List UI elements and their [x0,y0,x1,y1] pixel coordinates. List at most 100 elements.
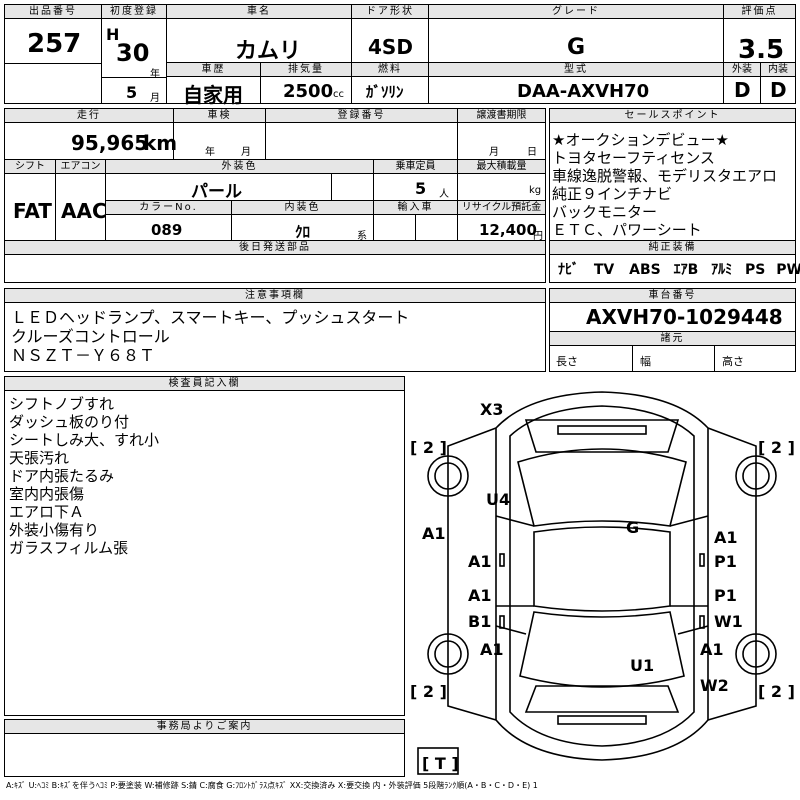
damage-code-a1-right-side: A1 [700,640,724,659]
inspector-line: 外装小傷有り [9,521,100,539]
inspection-month-unit: 月 [241,147,251,158]
inspector-line: シートしみ大、すれ小 [9,431,160,449]
sales-line: 純正９インチナビ [552,185,673,203]
sales-line: トヨタセーフティセンス [552,149,715,167]
equip-alloy: ｱﾙﾐ [711,262,733,278]
inspection-label: 車検 [173,109,265,123]
interior-box: 内装 D [760,62,796,104]
damage-code-x3: X3 [480,400,504,419]
chassis-label: 車台番号 [550,289,795,303]
door-type: 4SD [368,35,413,59]
sales-line: 車線逸脱警報、モデリスタエアロ [552,167,778,185]
ac-label: エアコン [55,160,105,174]
specs-label: 諸元 [550,332,795,346]
damage-code-p1-front-right: P1 [714,552,737,571]
load-unit: kg [529,185,542,196]
inspector-box: 検査員記入欄 シフトノブすれ ダッシュ板のり付 シートしみ大、すれ小 天張汚れ … [4,376,405,716]
inspector-line: エアロ下Ａ [9,503,85,521]
reg-no-label: 登録番号 [265,109,457,123]
interior-label: 内装 [761,63,795,77]
recycle-fee: 12,400 [479,221,537,239]
later-parts-label: 後日発送部品 [5,241,545,255]
equipment-label: 純正装備 [550,241,795,255]
history-label: 車歴 [167,63,260,77]
width-label: 幅 [640,355,651,368]
year-unit: 年 [150,69,160,80]
int-color-label: 内装色 [231,201,373,215]
equip-tv: TV [593,262,615,278]
registration-month: 5 [126,83,138,102]
color-label: 外装色 [105,160,373,174]
displacement-box: 排気量 2500 cc [260,62,352,104]
score-label: 評価点 [724,5,795,19]
fuel-box: 燃料 ｶﾞｿﾘﾝ [351,62,429,104]
shift-label: シフト [5,160,55,174]
history: 自家用 [183,83,243,107]
damage-code-u4: U4 [486,490,511,509]
chassis-number: AXVH70-1029448 [586,305,783,329]
transfer-label: 譲渡書期限 [457,109,545,123]
tire-front-right: [ 2 ] [758,438,795,457]
sales-line: バックモニター [552,203,658,221]
inspector-line: ダッシュ板のり付 [9,413,130,431]
lot-number: 257 [27,29,82,59]
sales-points-box: セールスポイント ★オークションデビュー★ トヨタセーフティセンス 車線逸脱警報… [549,108,800,283]
color-no-label: カラーNo. [105,201,231,215]
car-outline [417,391,777,775]
grade: G [567,35,586,60]
equipment-list: ﾅﾋﾞ TV ABS ｴｱB ｱﾙﾐ PS PW [558,259,800,279]
lot-number-box: 出品番号 257 [4,4,102,104]
damage-code-a1-rear-left: A1 [468,586,492,605]
lot-number-label: 出品番号 [5,5,101,19]
model-label: 型式 [429,63,723,77]
damage-code-a1-left-side: A1 [422,524,446,543]
damage-code-g: G [626,518,640,537]
details-block: 走行 車検 登録番号 譲渡書期限 95,965 km 年 月 月 日 シフト エ… [4,108,546,283]
interior-color-unit: 系 [357,231,367,242]
grade-label: グレード [429,5,723,19]
recycle-unit: 円 [533,231,543,242]
spare-tire: [ T ] [422,754,459,773]
transfer-day-unit: 日 [527,147,537,158]
ac: AAC [61,199,107,223]
seats-unit: 人 [439,189,449,200]
damage-code-u1: U1 [630,656,655,675]
seats: 5 [415,179,427,198]
mileage: 95,965 [71,131,149,155]
displacement-label: 排気量 [261,63,351,77]
exterior-label: 外装 [724,63,760,77]
damage-code-w2: W2 [700,676,729,695]
history-box: 車歴 自家用 [166,62,261,107]
color-number: 089 [151,221,183,239]
tire-front-left: [ 2 ] [410,438,447,457]
load-label: 最大積載量 [457,160,545,174]
sales-points-label: セールスポイント [550,109,795,123]
notes-line: クルーズコントロール [11,327,170,346]
tire-rear-left: [ 2 ] [410,682,447,701]
length-label: 長さ [556,355,578,368]
chassis-box: 車台番号 AXVH70-1029448 諸元 長さ 幅 高さ [549,288,796,372]
exterior-box: 外装 D [723,62,761,104]
shift: FAT [13,199,52,223]
legend: A:ｷｽﾞ U:ﾍｺﾐ B:ｷｽﾞを伴うﾍｺﾐ P:要塗装 W:補修跡 S:錆 … [6,781,538,790]
interior-grade: D [770,78,787,102]
model: DAA-AXVH70 [517,81,650,102]
fuel: ｶﾞｿﾘﾝ [366,83,404,101]
transfer-month-unit: 月 [489,147,499,158]
door-label: ドア形状 [352,5,428,19]
era: H [106,25,120,44]
mileage-label: 走行 [5,109,173,123]
sales-line: ＥＴＣ、パワーシート [552,221,702,239]
exterior-grade: D [734,78,751,102]
notes-line: ＮＳＺＴ－Ｙ６８Ｔ [11,346,156,365]
equip-airbag: ｴｱB [673,262,699,278]
first-registration-box: 初度登録 H 30 年 5 月 [101,4,167,104]
sales-line: ★オークションデビュー★ [552,131,729,149]
equip-nav: ﾅﾋﾞ [558,262,579,278]
tire-rear-right: [ 2 ] [758,682,795,701]
equip-pw: PW [776,262,800,278]
registration-year: 30 [116,39,150,67]
exterior-color: パール [191,182,242,202]
recycle-label: リサイクル預託金 [457,201,545,215]
car-name-label: 車名 [167,5,351,19]
